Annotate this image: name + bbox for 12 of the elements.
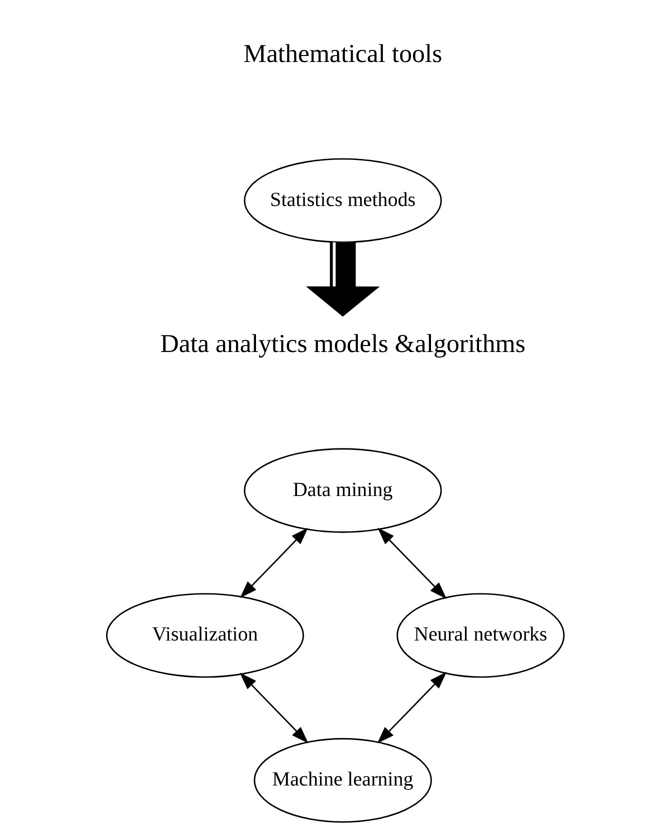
node-label: Mathematical tools	[242, 38, 442, 68]
arrow	[239, 672, 308, 744]
node-ellipse: Neural networks	[396, 593, 564, 678]
node-ellipse: Machine learning	[253, 738, 432, 823]
node-text: Data analytics models &algorithms	[160, 328, 525, 358]
arrow	[377, 528, 446, 599]
node-ellipse: Statistics methods	[243, 158, 442, 243]
node-ellipse: Data mining	[243, 448, 442, 533]
arrow	[239, 528, 308, 598]
node-ellipse: Visualization	[106, 593, 304, 678]
arrow	[376, 672, 446, 744]
arrow	[305, 242, 380, 317]
